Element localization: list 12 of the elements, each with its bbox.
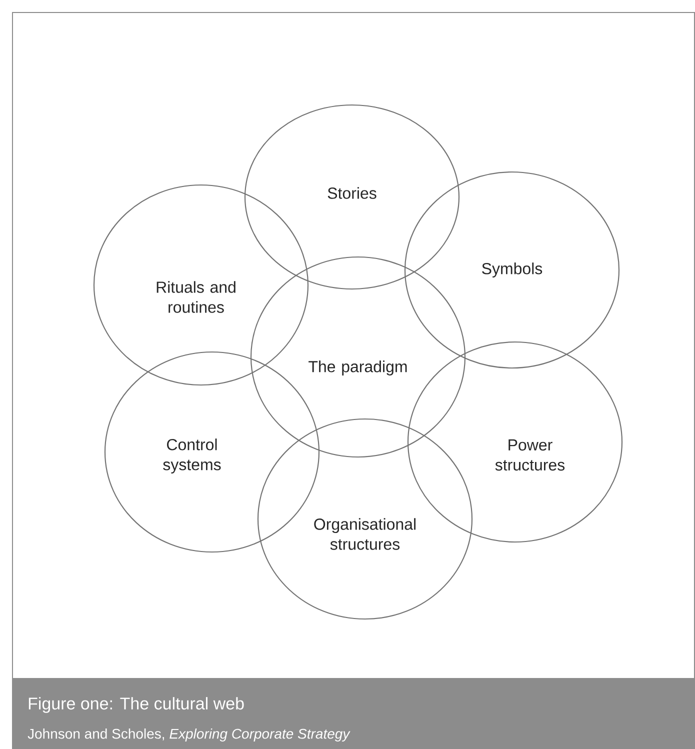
circle-label: Rituals and routines	[156, 281, 236, 313]
circle-label: Stories	[328, 187, 376, 199]
circle-label: Control systems	[163, 438, 221, 474]
circle	[257, 418, 473, 620]
circle-label: Power structures	[495, 439, 565, 471]
caption-band: Figure one: The cultural web Johnson and Scholes, Exploring Corporate Strategy	[12, 678, 695, 749]
circle-label: Organisational structures	[314, 518, 416, 550]
circle	[244, 104, 460, 290]
circle	[250, 256, 466, 458]
circle-label: The paradigm	[308, 360, 407, 376]
circle-label: Symbols	[482, 262, 542, 278]
circle	[93, 184, 309, 386]
